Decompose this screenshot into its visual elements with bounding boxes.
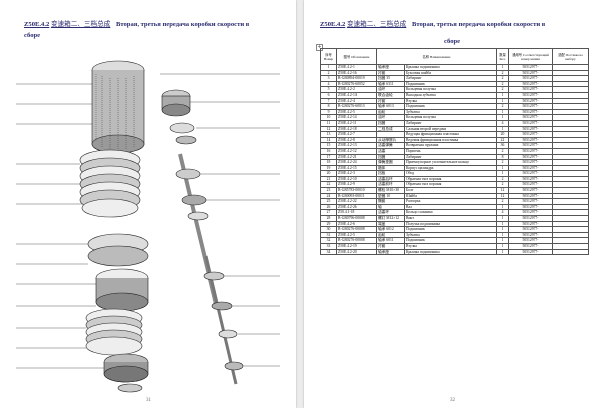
right-page-title-cont: сборе [444,38,461,45]
left-page: Z50E.4.2 变速箱二、三档总成 Вторая, третья переда… [0,0,296,408]
left-page-number: 31 [146,398,151,403]
exploded-view-drawing [16,60,280,393]
cell-option [552,119,589,127]
cell-option [552,86,589,93]
parts-table: 序号 Номер 图号 Обозначение 名称 Наименование … [320,48,589,256]
cell-option [552,97,589,105]
clutch-plates-upper [79,149,141,218]
col-header-machine-number: 通用号 Соответствующий номер машин [508,48,553,65]
cell-option [552,248,589,256]
clutch-drum-upper [91,60,145,154]
title-cn: 变速箱二、三档总成 [50,21,111,28]
right-page: Z50E.4.2 变速箱二、三档总成 Вторая, третья переда… [304,0,600,408]
move-icon[interactable]: + [316,44,323,51]
table-header-row: 序号 Номер 图号 Обозначение 名称 Наименование … [320,48,589,65]
shaft-lower [203,255,244,385]
cell-option [552,114,589,121]
cell-option [552,80,589,88]
cell-option [552,92,589,99]
gear-upper-right [161,89,197,145]
left-page-title-cont: сборе [24,32,41,39]
cell-option [552,103,589,110]
cell-option [552,69,589,77]
col-header-qty: 数量 Кол. [496,48,509,65]
clutch-housing-lower [87,233,149,312]
right-page-title: Z50E.4.2 变速箱二、三档总成 Вторая, третья переда… [320,20,545,29]
title-code: Z50E.4.2 [320,21,346,28]
leader-lines [16,73,280,369]
left-page-title: Z50E.4.2 变速箱二、三档总成 Вторая, третья переда… [24,20,249,29]
title-cn: 变速箱二、三档总成 [346,21,407,28]
cell-machine-number: 50512977- [508,248,553,256]
cell-qty: 1 [496,248,509,256]
col-header-number: 序号 Номер [320,48,337,65]
right-page-number: 32 [450,398,455,403]
cell-name-cn: 轴承座 [376,248,405,256]
col-header-name: 名称 Наименование [376,48,497,65]
cell-option [552,108,589,116]
col-header-option: 选配 Поставка на выбору [552,48,589,65]
cell-option [552,75,589,82]
cell-option [552,64,589,71]
title-code: Z50E.4.2 [24,21,50,28]
title-ru: Вторая, третья передача коробки скорости… [115,21,250,28]
clutch-plates-lower [85,308,143,356]
title-ru: Вторая, третья передача коробки скорости… [411,21,546,28]
gear-bottom [103,353,149,393]
shaft-upper [175,153,218,305]
cell-number: 34 [320,248,337,256]
cell-name-ru: Крышка подшипника [404,248,497,256]
cell-designation: Z50E.4.2-20 [336,248,377,256]
col-header-designation: 图号 Обозначение [336,48,377,65]
